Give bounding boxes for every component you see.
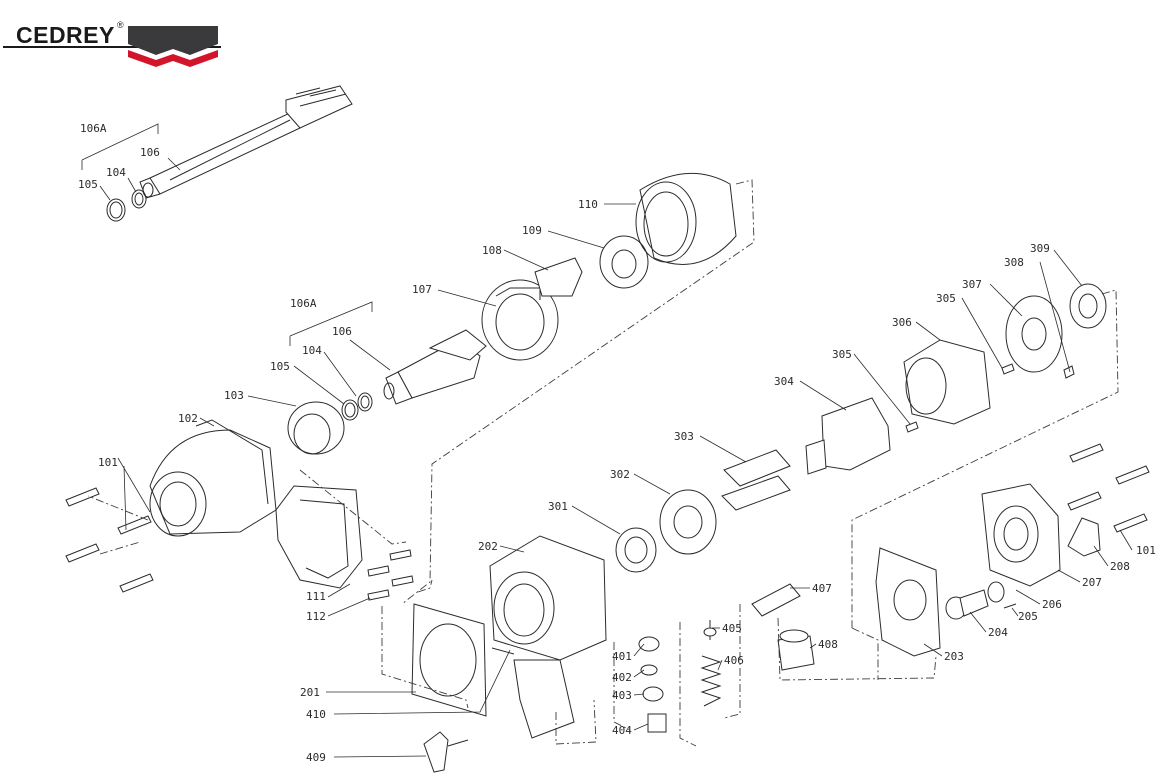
label-103: 103 (224, 389, 244, 402)
small-screws-drawing (367, 549, 414, 601)
label-101-left: 101 (98, 456, 118, 469)
front-plate-drawing (659, 489, 717, 555)
brand-name: CEDREY (16, 22, 115, 48)
oring-drawing (987, 581, 1005, 603)
pin-b-drawing (1001, 363, 1015, 375)
label-201: 201 (300, 686, 320, 699)
hammer-cage-drawing (481, 279, 559, 361)
anvil-top-drawing (106, 85, 353, 222)
label-104-mid: 104 (302, 344, 322, 357)
label-108: 108 (482, 244, 502, 257)
front-bearing-drawing (615, 527, 657, 573)
brand-emblem (128, 26, 218, 67)
label-410: 410 (306, 708, 326, 721)
trigger-drawing (423, 731, 469, 773)
hammer-pin-drawing (534, 257, 583, 297)
label-305-a: 305 (936, 292, 956, 305)
rotor-blades-drawing (721, 449, 791, 511)
label-304: 304 (774, 375, 794, 388)
throttle-seals-drawing (638, 636, 667, 733)
assembly-guidelines (87, 179, 1119, 747)
label-102: 102 (178, 412, 198, 425)
reverse-lever-drawing (1067, 517, 1101, 557)
label-207: 207 (1082, 576, 1102, 589)
hammer-case-ring-drawing (635, 172, 737, 265)
label-409: 409 (306, 751, 326, 764)
label-401: 401 (612, 650, 632, 663)
label-306: 306 (892, 316, 912, 329)
label-104-top: 104 (106, 166, 126, 179)
gasket-drawing (411, 603, 487, 717)
label-309: 309 (1030, 242, 1050, 255)
label-106A-top: 106A (80, 122, 107, 135)
housing-drawing (489, 535, 607, 739)
anvil-mid-drawing (341, 329, 487, 421)
small-spring-drawing (1003, 603, 1017, 609)
label-105-mid: 105 (270, 360, 290, 373)
rear-plate-drawing (1005, 295, 1063, 373)
brand-underline (3, 46, 221, 48)
rotor-drawing (805, 397, 891, 475)
pin-c-drawing (1063, 365, 1075, 379)
rear-gasket-drawing (875, 547, 941, 657)
label-404: 404 (612, 724, 632, 737)
label-107: 107 (412, 283, 432, 296)
label-308: 308 (1004, 256, 1024, 269)
label-204: 204 (988, 626, 1008, 639)
label-110: 110 (578, 198, 598, 211)
label-205: 205 (1018, 610, 1038, 623)
label-408: 408 (818, 638, 838, 651)
front-case-drawing (149, 419, 277, 537)
label-106-mid: 106 (332, 325, 352, 338)
label-302: 302 (610, 468, 630, 481)
pin-a-drawing (905, 421, 919, 433)
label-202: 202 (478, 540, 498, 553)
side-handle-drawing (275, 485, 363, 589)
label-301: 301 (548, 500, 568, 513)
label-403: 403 (612, 689, 632, 702)
label-106A-mid: 106A (290, 297, 317, 310)
label-203: 203 (944, 650, 964, 663)
label-106-top: 106 (140, 146, 160, 159)
label-109: 109 (522, 224, 542, 237)
leader-lines (81, 123, 1133, 758)
label-307: 307 (962, 278, 982, 291)
hammer-drawing (599, 235, 649, 289)
label-208: 208 (1110, 560, 1130, 573)
label-305-b: 305 (832, 348, 852, 361)
label-405: 405 (722, 622, 742, 635)
cylinder-drawing (903, 339, 991, 425)
trigger-pin-drawing (491, 647, 515, 655)
label-206: 206 (1042, 598, 1062, 611)
inlet-bushing-drawing (777, 629, 815, 671)
label-105-top: 105 (78, 178, 98, 191)
label-111: 111 (306, 590, 326, 603)
bushing-drawing (287, 401, 345, 455)
valve-plate-drawing (751, 583, 801, 617)
bolts-left-drawing (65, 487, 154, 593)
bolts-right-drawing (1067, 443, 1150, 533)
label-402: 402 (612, 671, 632, 684)
brand-registered-mark: ® (117, 20, 124, 30)
rear-cover-drawing (981, 483, 1061, 587)
reverse-valve-drawing (945, 589, 989, 620)
brand-logo: CEDREY ® (0, 0, 230, 72)
label-112: 112 (306, 610, 326, 623)
label-406: 406 (724, 654, 744, 667)
label-303: 303 (674, 430, 694, 443)
valve-stem-drawing (700, 620, 722, 707)
rear-bearing-drawing (1069, 283, 1107, 329)
label-407: 407 (812, 582, 832, 595)
label-101-right: 101 (1136, 544, 1156, 557)
